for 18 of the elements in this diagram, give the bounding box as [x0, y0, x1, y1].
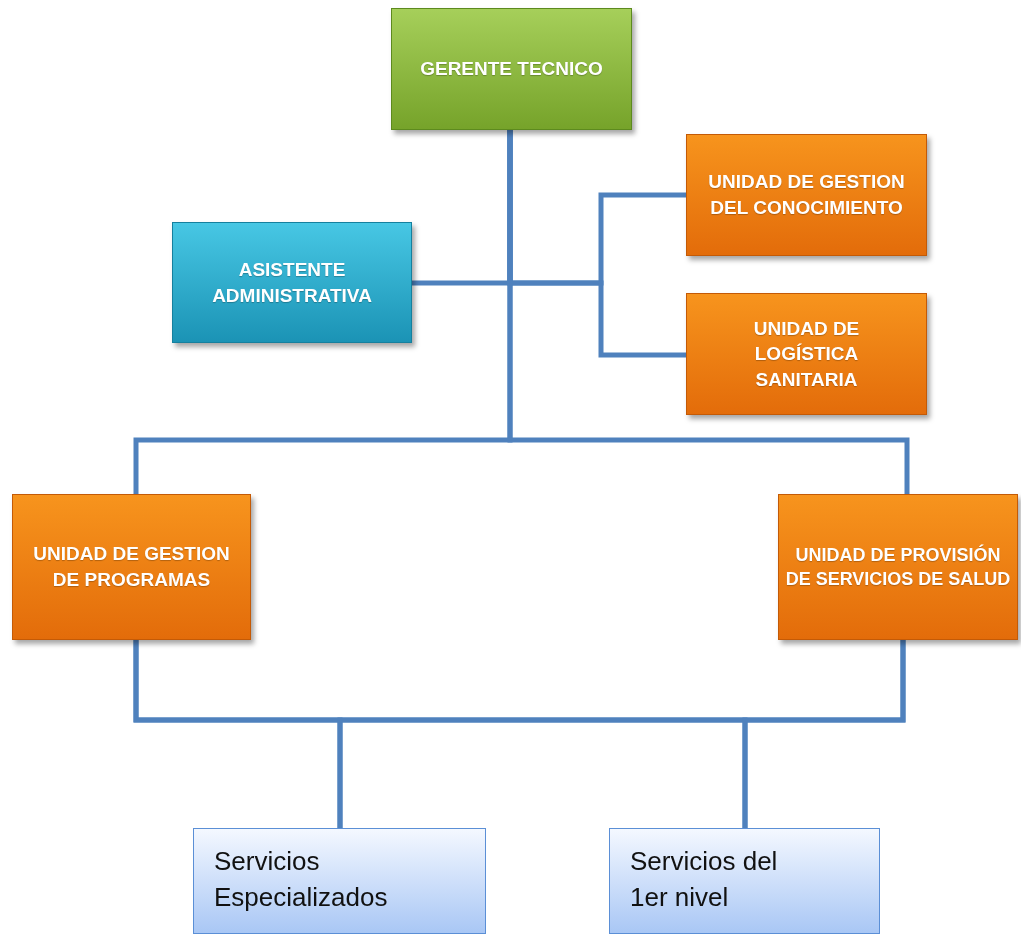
- unit-box: [778, 494, 1018, 640]
- box-label: Servicios del 1er nivel: [630, 845, 779, 915]
- box-label: UNIDAD DE PROVISIÓN DE SERVICIOS DE SALUD: [785, 543, 1011, 591]
- box-label: ASISTENTE ADMINISTRATIVA: [211, 257, 373, 308]
- connector-line: [507, 130, 910, 494]
- unit-box: [686, 134, 927, 256]
- connector-line: [742, 640, 906, 828]
- box-label: UNIDAD DE LOGÍSTICA SANITARIA: [752, 316, 861, 392]
- box-label: Servicios Especializados: [214, 845, 389, 915]
- unit-box: [686, 293, 927, 415]
- service-box: [609, 828, 880, 934]
- unit-box: [12, 494, 251, 640]
- service-box: [193, 828, 486, 934]
- box-label: UNIDAD DE GESTION DEL CONOCIMIENTO: [707, 170, 906, 220]
- manager-box: [391, 8, 632, 130]
- box-label: GERENTE TECNICO: [420, 57, 603, 82]
- assistant-box: [172, 222, 412, 343]
- box-label: UNIDAD DE GESTION DE PROGRAMAS: [32, 542, 231, 592]
